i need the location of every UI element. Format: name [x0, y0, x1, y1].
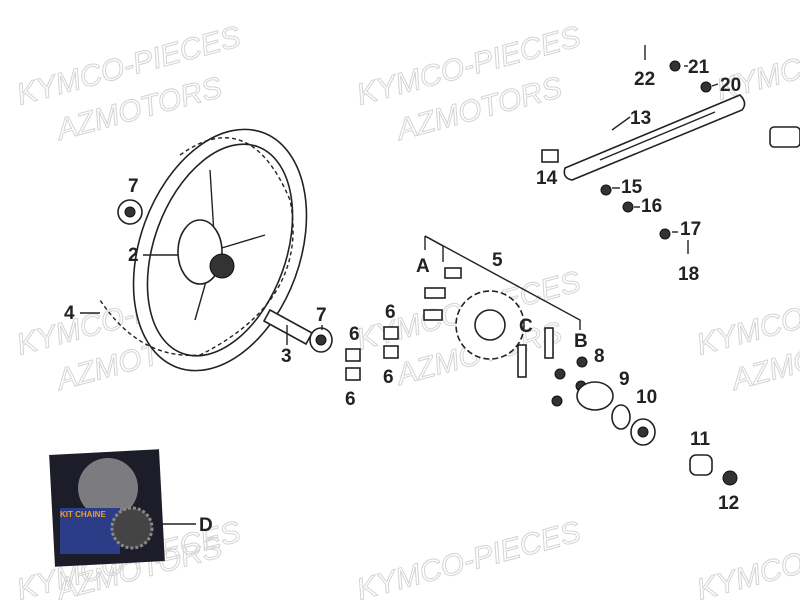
callout-6a[interactable]: 6 — [349, 324, 360, 345]
lock-plates-C — [517, 327, 554, 378]
watermark-text: KYMCO-PIECES — [693, 515, 800, 600]
sprocket-5 — [455, 290, 525, 360]
bearing-10 — [630, 418, 656, 446]
callout-11[interactable]: 11 — [690, 429, 711, 450]
callout-10[interactable]: 10 — [636, 387, 657, 408]
leader-lines — [80, 65, 719, 525]
nut-12 — [722, 470, 738, 486]
chain-guide-8 — [576, 381, 614, 411]
callout-8[interactable]: 8 — [594, 346, 605, 367]
callout-6d[interactable]: 6 — [345, 389, 356, 410]
callout-14[interactable]: 14 — [536, 168, 558, 189]
chain-kit-package: KIT CHAINE — [49, 449, 165, 567]
callout-20[interactable]: 20 — [720, 75, 741, 96]
bracket-A — [423, 235, 581, 330]
watermark-text: KYMCO-PIECES — [353, 515, 584, 600]
dampers-6 — [345, 326, 399, 381]
spacer-3 — [262, 308, 314, 346]
callout-7-bearing[interactable]: 7 — [128, 176, 139, 197]
callout-B[interactable]: B — [574, 331, 588, 352]
callout-7-bearing-b[interactable]: 7 — [316, 305, 327, 326]
callout-D[interactable]: D — [199, 515, 213, 536]
callout-6c[interactable]: 6 — [383, 367, 394, 388]
bearing-7b — [309, 327, 333, 353]
callout-21[interactable]: 21 — [688, 57, 710, 78]
callout-18[interactable]: 18 — [678, 264, 699, 285]
callout-15[interactable]: 15 — [621, 177, 643, 198]
small-hardware — [600, 45, 712, 254]
callout-9[interactable]: 9 — [619, 369, 630, 390]
callout-3[interactable]: 3 — [281, 346, 292, 367]
rear-wheel — [99, 128, 308, 372]
callout-labels: 22 21 20 13 14 15 16 17 18 7 2 4 7 3 6 6… — [64, 57, 741, 536]
callout-13[interactable]: 13 — [630, 108, 651, 129]
callout-A[interactable]: A — [416, 256, 430, 277]
circlip-9 — [611, 404, 631, 430]
kit-package-title: KIT CHAINE — [60, 510, 106, 519]
callout-16[interactable]: 16 — [641, 196, 662, 217]
callout-4[interactable]: 4 — [64, 303, 75, 324]
callout-C[interactable]: C — [519, 316, 533, 337]
callout-12[interactable]: 12 — [718, 493, 739, 514]
callout-17[interactable]: 17 — [680, 219, 701, 240]
watermark-text: KYMCO-PIECES — [693, 270, 800, 361]
bearing-7 — [117, 199, 143, 225]
callout-5[interactable]: 5 — [492, 250, 503, 271]
spacer-11 — [689, 454, 713, 476]
callout-22[interactable]: 22 — [634, 69, 655, 90]
chain-adjuster-13 — [541, 94, 746, 181]
callout-2[interactable]: 2 — [128, 245, 139, 266]
axle-end — [769, 126, 800, 148]
callout-6b[interactable]: 6 — [385, 302, 396, 323]
